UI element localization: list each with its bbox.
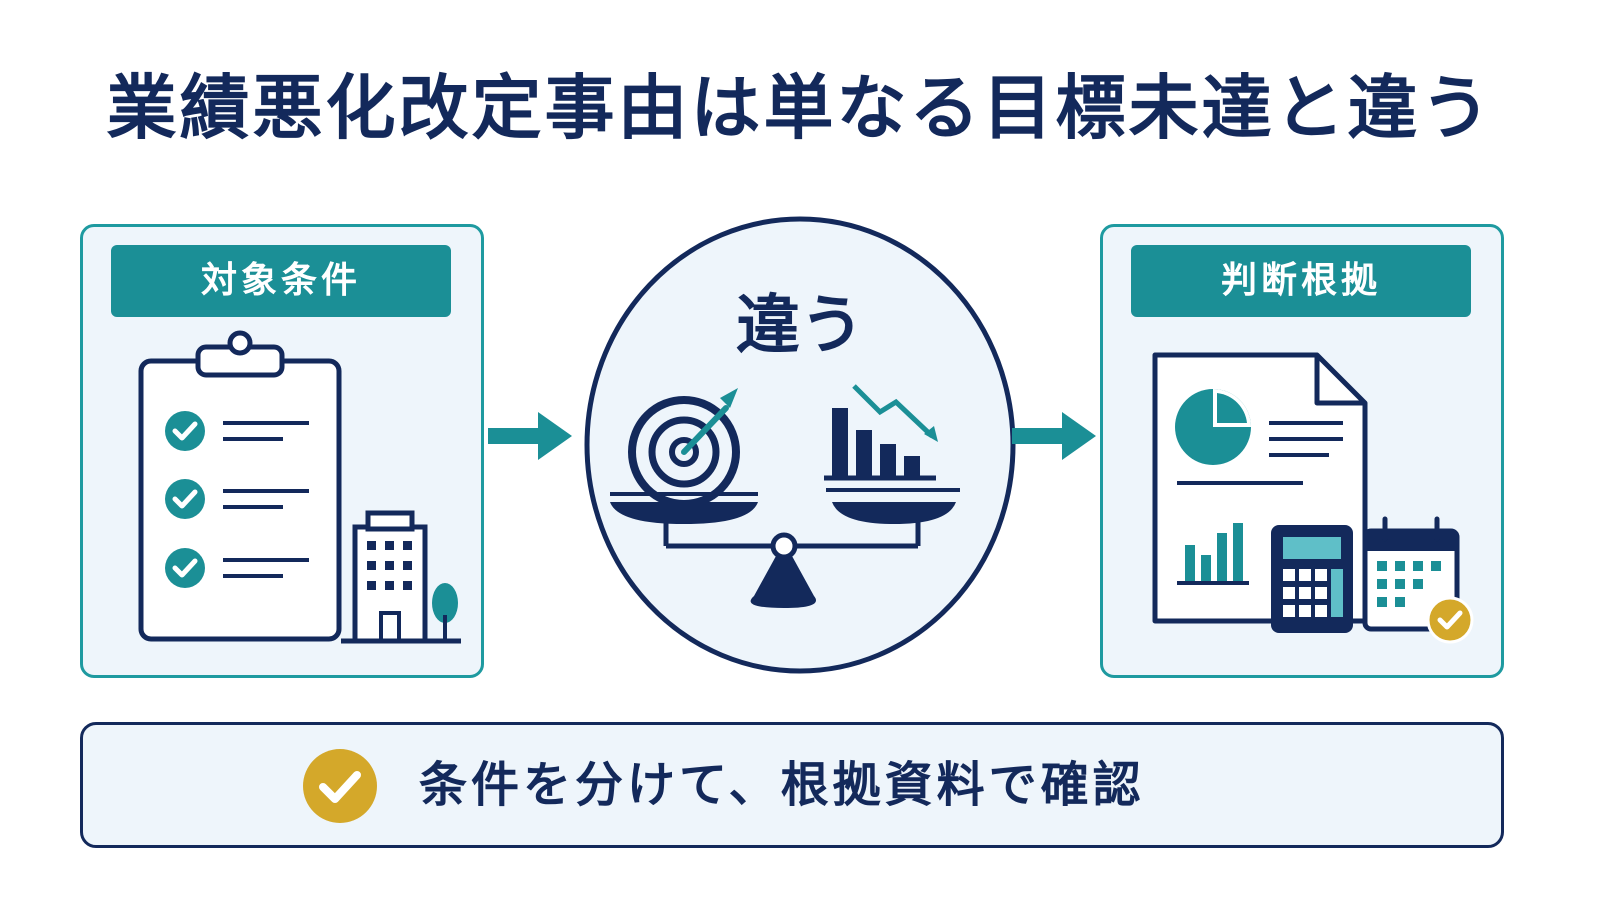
judgment-basis-panel: 判断根拠 bbox=[1100, 224, 1504, 678]
declining-bar-chart-icon bbox=[824, 384, 938, 481]
conclusion-text: 条件を分けて、根拠資料で確認 bbox=[419, 757, 1145, 813]
calendar-check-icon bbox=[1362, 516, 1474, 644]
difference-circle: 違う bbox=[580, 212, 1020, 678]
conclusion-box: 条件を分けて、根拠資料で確認 bbox=[80, 722, 1504, 848]
office-building-icon bbox=[341, 510, 461, 644]
judgment-basis-header: 判断根拠 bbox=[1131, 245, 1471, 317]
target-conditions-panel: 対象条件 bbox=[80, 224, 484, 678]
balance-scale-icon bbox=[610, 488, 960, 608]
right-arrow-icon bbox=[488, 412, 572, 460]
check-circle-icon bbox=[303, 749, 377, 823]
target-conditions-header: 対象条件 bbox=[111, 245, 451, 317]
clipboard-checklist-icon bbox=[138, 330, 342, 642]
tree-icon bbox=[432, 583, 458, 641]
calculator-icon bbox=[1271, 525, 1353, 633]
page-title: 業績悪化改定事由は単なる目標未達と違う bbox=[106, 67, 1494, 149]
right-arrow-icon bbox=[1012, 412, 1096, 460]
difference-label: 違う bbox=[736, 289, 864, 363]
